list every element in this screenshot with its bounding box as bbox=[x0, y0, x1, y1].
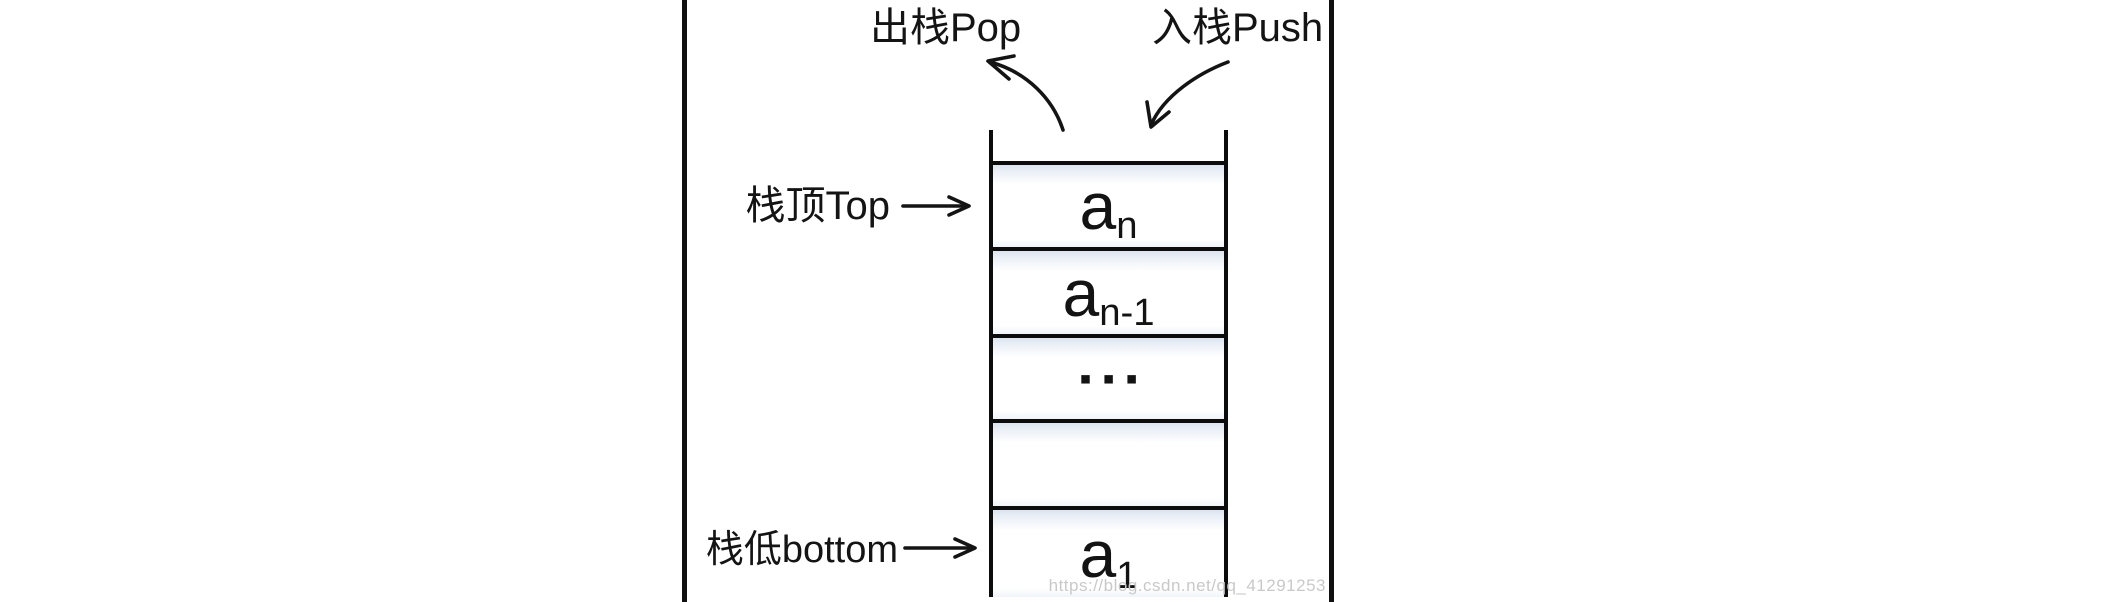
pop-label: 出栈Pop bbox=[870, 6, 1022, 50]
stack-mouth-opening bbox=[993, 130, 1224, 161]
push-arrow-icon bbox=[1145, 60, 1230, 129]
stack-cell-ellipsis: ▪▪▪ bbox=[993, 334, 1224, 419]
watermark-text: https://blog.csdn.net/qq_41291253 bbox=[1048, 576, 1326, 595]
push-label: 入栈Push bbox=[1152, 6, 1324, 50]
stack-top-label: 栈顶Top bbox=[745, 184, 891, 228]
cell-subscript: 1 bbox=[1116, 553, 1138, 597]
frame-left-border bbox=[682, 0, 687, 602]
cell-value: a bbox=[1079, 169, 1117, 243]
cell-value: a bbox=[1062, 255, 1100, 330]
frame-right-border bbox=[1329, 0, 1334, 602]
cell-subscript: n-1 bbox=[1099, 290, 1155, 334]
stack-cell-empty bbox=[993, 419, 1224, 506]
cell-value: a bbox=[1079, 516, 1117, 591]
stack-bottom-label: 栈低bottom bbox=[705, 529, 898, 571]
cell-subscript: n bbox=[1116, 203, 1138, 247]
bottom-pointer-arrow-icon bbox=[903, 537, 977, 559]
ellipsis-dots-icon: ▪▪▪ bbox=[1079, 359, 1149, 398]
top-pointer-arrow-icon bbox=[901, 195, 971, 217]
pop-arrow-icon bbox=[986, 54, 1065, 132]
